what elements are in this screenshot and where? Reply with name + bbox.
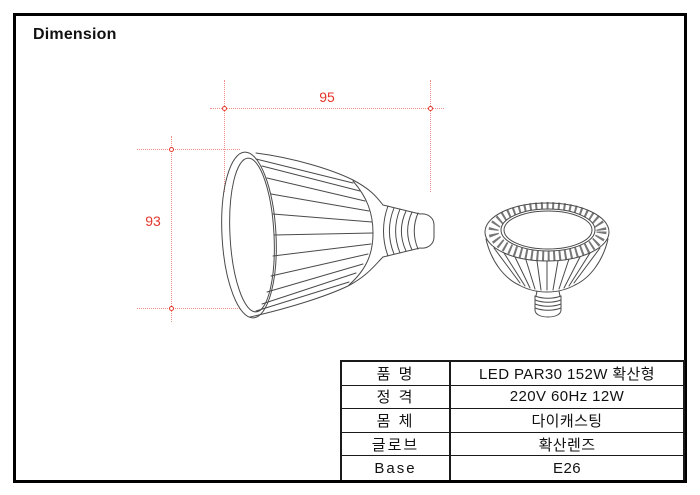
spec-value-product-name: LED PAR30 152W 확산형 <box>479 365 655 383</box>
spec-row-base: Base E26 <box>342 456 683 480</box>
width-dimension-line <box>210 108 444 109</box>
lamp-side-view-drawing <box>215 145 445 330</box>
spec-value-body: 다이캐스팅 <box>531 412 603 430</box>
spec-label-body: 몸 체 <box>342 409 451 432</box>
spec-value-rating: 220V 60Hz 12W <box>509 388 625 406</box>
height-endpoint-marker-top <box>169 147 174 152</box>
lamp-side-view-svg <box>221 151 435 319</box>
spec-row-globe: 글로브 확산렌즈 <box>342 432 683 457</box>
spec-label-product-name: 품 명 <box>342 362 451 385</box>
height-dimension-label: 93 <box>145 213 161 229</box>
spec-value-base: E26 <box>553 459 581 477</box>
height-endpoint-marker-bottom <box>169 306 174 311</box>
height-dimension-line <box>171 136 172 322</box>
lamp-angled-view-drawing <box>478 193 643 325</box>
page-title: Dimension <box>33 26 117 43</box>
spec-row-product-name: 품 명 LED PAR30 152W 확산형 <box>342 362 683 386</box>
lamp-angled-view-svg <box>484 202 610 318</box>
spec-row-body: 몸 체 다이캐스팅 <box>342 409 683 433</box>
width-extension-line-left <box>224 80 225 192</box>
page-border <box>13 13 687 483</box>
height-extension-line-bottom <box>137 308 240 309</box>
spec-value-globe: 확산렌즈 <box>538 436 596 454</box>
spec-label-globe: 글로브 <box>342 432 451 456</box>
spec-label-base: Base <box>342 456 451 480</box>
spec-label-rating: 정 격 <box>342 385 451 409</box>
width-endpoint-marker-right <box>428 106 433 111</box>
spec-table: 품 명 LED PAR30 152W 확산형 정 격 220V 60Hz 12W… <box>340 360 685 480</box>
width-extension-line-right <box>430 80 431 192</box>
height-extension-line-top <box>137 149 240 150</box>
width-dimension-label: 95 <box>319 89 335 105</box>
width-endpoint-marker-left <box>222 106 227 111</box>
spec-row-rating: 정 격 220V 60Hz 12W <box>342 385 683 410</box>
